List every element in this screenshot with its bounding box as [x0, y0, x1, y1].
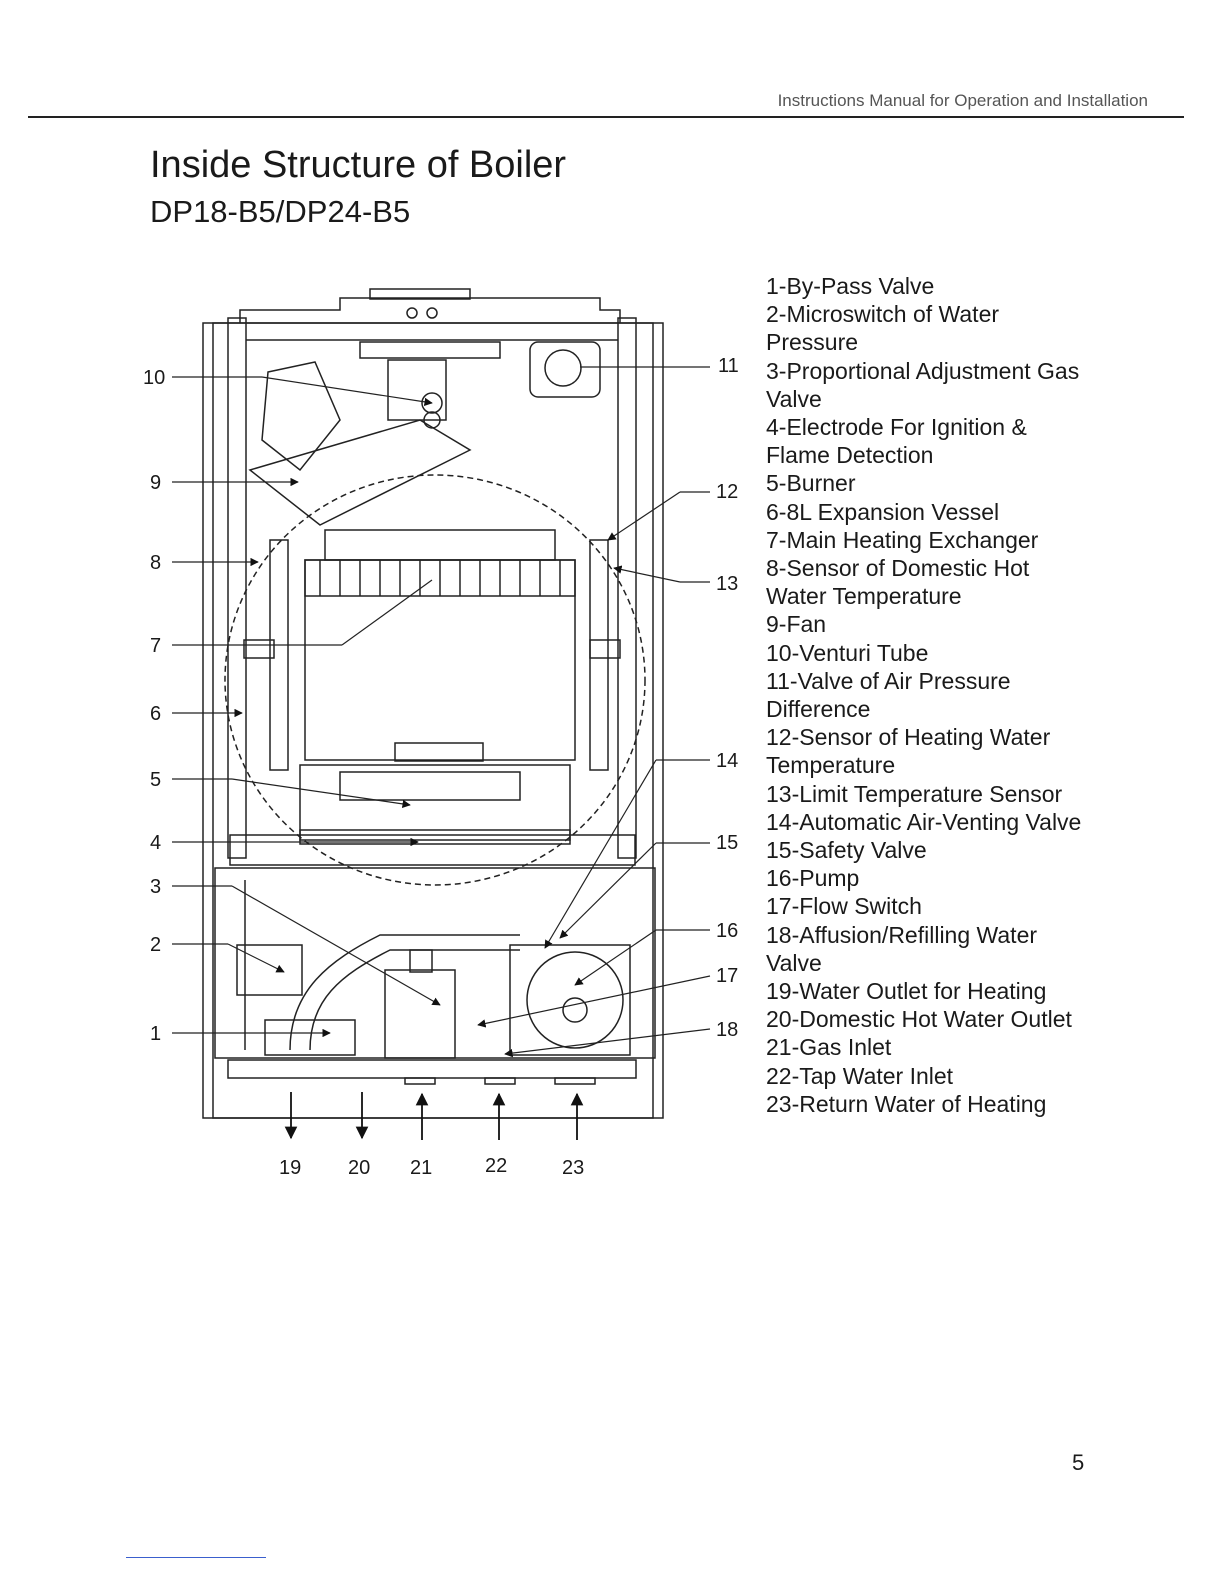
- legend-line: 22-Tap Water Inlet: [766, 1062, 954, 1089]
- callout-5: 5: [150, 769, 161, 791]
- legend-line: Pressure: [766, 329, 859, 356]
- callout-17: 17: [716, 965, 738, 987]
- callout-19: 19: [279, 1157, 301, 1179]
- legend-line: 18-Affusion/Refilling Water: [766, 921, 1038, 948]
- legend-line: 15-Safety Valve: [766, 837, 927, 864]
- callout-13: 13: [716, 573, 738, 595]
- callout-7: 7: [150, 635, 161, 657]
- callout-1: 1: [150, 1023, 161, 1045]
- legend-line: 4-Electrode For Ignition &: [766, 414, 1027, 441]
- callout-15: 15: [716, 832, 738, 854]
- legend-line: Flame Detection: [766, 442, 934, 469]
- legend-line: Valve: [766, 385, 822, 412]
- callout-20: 20: [348, 1157, 370, 1179]
- running-header: Instructions Manual for Operation and In…: [777, 91, 1148, 110]
- callout-leaders: [172, 366, 711, 1058]
- callout-4: 4: [150, 832, 161, 854]
- legend-line: Difference: [766, 696, 871, 723]
- callout-10: 10: [143, 367, 165, 389]
- callout-9: 9: [150, 472, 161, 494]
- legend-line: 5-Burner: [766, 470, 856, 497]
- header-rule: [28, 116, 1184, 118]
- legend-line: 7-Main Heating Exchanger: [766, 526, 1039, 553]
- legend-line: 23-Return Water of Heating: [766, 1090, 1047, 1117]
- legend-line: Valve: [766, 949, 822, 976]
- legend-line: 2-Microswitch of Water: [766, 301, 1000, 328]
- legend-line: 14-Automatic Air-Venting Valve: [766, 808, 1082, 835]
- callout-2: 2: [150, 934, 161, 956]
- legend-line: 10-Venturi Tube: [766, 639, 929, 666]
- callout-14: 14: [716, 750, 738, 772]
- legend-line: 6-8L Expansion Vessel: [766, 498, 1000, 525]
- legend-line: 19-Water Outlet for Heating: [766, 978, 1047, 1005]
- legend-line: 3-Proportional Adjustment Gas: [766, 357, 1080, 384]
- footer-link-rule: [126, 1557, 266, 1558]
- callout-18: 18: [716, 1019, 738, 1041]
- legend-line: 12-Sensor of Heating Water: [766, 724, 1051, 751]
- legend-line: 11-Valve of Air Pressure: [766, 667, 1011, 694]
- callout-12: 12: [716, 481, 738, 503]
- page-title: Inside Structure of Boiler: [150, 144, 567, 186]
- legend-line: 20-Domestic Hot Water Outlet: [766, 1006, 1072, 1033]
- callout-3: 3: [150, 876, 161, 898]
- model-subtitle: DP18-B5/DP24-B5: [150, 194, 411, 229]
- legend-line: Temperature: [766, 752, 896, 779]
- callout-16: 16: [716, 920, 738, 942]
- legend-line: 17-Flow Switch: [766, 893, 922, 920]
- boiler-outline: [202, 288, 664, 1119]
- component-legend: 1-By-Pass Valve 2-Microswitch of Water P…: [766, 272, 1146, 1118]
- callout-11: 11: [718, 355, 739, 377]
- legend-line: Water Temperature: [766, 583, 962, 610]
- callout-22: 22: [485, 1155, 507, 1177]
- callout-21: 21: [410, 1157, 432, 1179]
- legend-line: 1-By-Pass Valve: [766, 273, 935, 299]
- legend-line: 9-Fan: [766, 611, 827, 638]
- legend-line: 16-Pump: [766, 865, 860, 892]
- legend-line: 13-Limit Temperature Sensor: [766, 780, 1063, 807]
- page-number: 5: [1072, 1450, 1085, 1475]
- callout-8: 8: [150, 552, 161, 574]
- callout-6: 6: [150, 703, 161, 725]
- legend-line: 8-Sensor of Domestic Hot: [766, 555, 1030, 582]
- callout-23: 23: [562, 1157, 584, 1179]
- legend-line: 21-Gas Inlet: [766, 1034, 892, 1061]
- connection-arrows: [284, 1092, 584, 1140]
